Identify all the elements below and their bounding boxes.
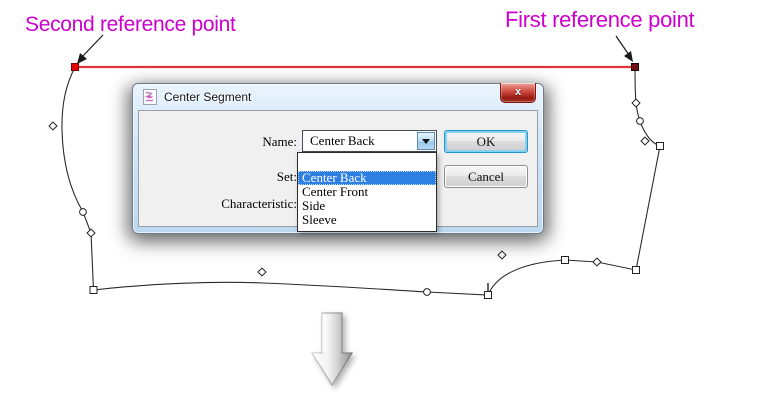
first-reference-label: First reference point	[505, 7, 695, 32]
app-document-icon	[143, 89, 157, 105]
set-field-label: Set:	[276, 169, 297, 184]
dropdown-option[interactable]: Center Front	[302, 184, 369, 199]
first-reference-point-marker[interactable]	[631, 63, 639, 71]
dropdown-option[interactable]: Center Back	[298, 171, 436, 185]
name-dropdown-list: Center Back Center Front Side Sleeve	[297, 152, 437, 232]
name-field-label: Name:	[262, 134, 297, 149]
down-arrow-shape	[310, 312, 354, 387]
cancel-button[interactable]: Cancel	[444, 165, 528, 188]
second-reference-label: Second reference point	[25, 13, 236, 36]
second-reference-point-marker[interactable]	[71, 63, 79, 71]
dropdown-option-blank[interactable]	[298, 153, 436, 171]
chevron-down-icon	[422, 138, 430, 144]
name-combobox[interactable]: Center Back	[302, 130, 437, 152]
down-arrow-graphic	[310, 312, 354, 387]
first-reference-arrow	[615, 35, 633, 62]
pattern-diamond-markers[interactable]	[48, 98, 650, 277]
dialog-form: Name: Set: Characteristic: Center Back C…	[138, 110, 538, 232]
dropdown-option[interactable]: Sleeve	[302, 212, 337, 227]
combobox-dropdown-button[interactable]	[417, 132, 435, 150]
close-icon: x	[514, 86, 522, 98]
dialog-titlebar[interactable]: Center Segment	[133, 84, 543, 110]
dropdown-option[interactable]: Side	[302, 198, 326, 213]
ok-button[interactable]: OK	[444, 130, 528, 153]
center-segment-dialog: Center Segment x Name: Set: Characterist…	[132, 83, 544, 234]
name-combobox-value: Center Back	[310, 133, 375, 148]
pattern-circle-markers[interactable]	[79, 117, 644, 296]
pattern-square-markers[interactable]	[89, 142, 664, 299]
pattern-outline	[61, 66, 661, 296]
dialog-title: Center Segment	[164, 90, 252, 104]
close-button[interactable]: x	[500, 83, 536, 103]
characteristic-field-label: Characteristic:	[221, 196, 297, 211]
second-reference-arrow	[77, 34, 104, 64]
